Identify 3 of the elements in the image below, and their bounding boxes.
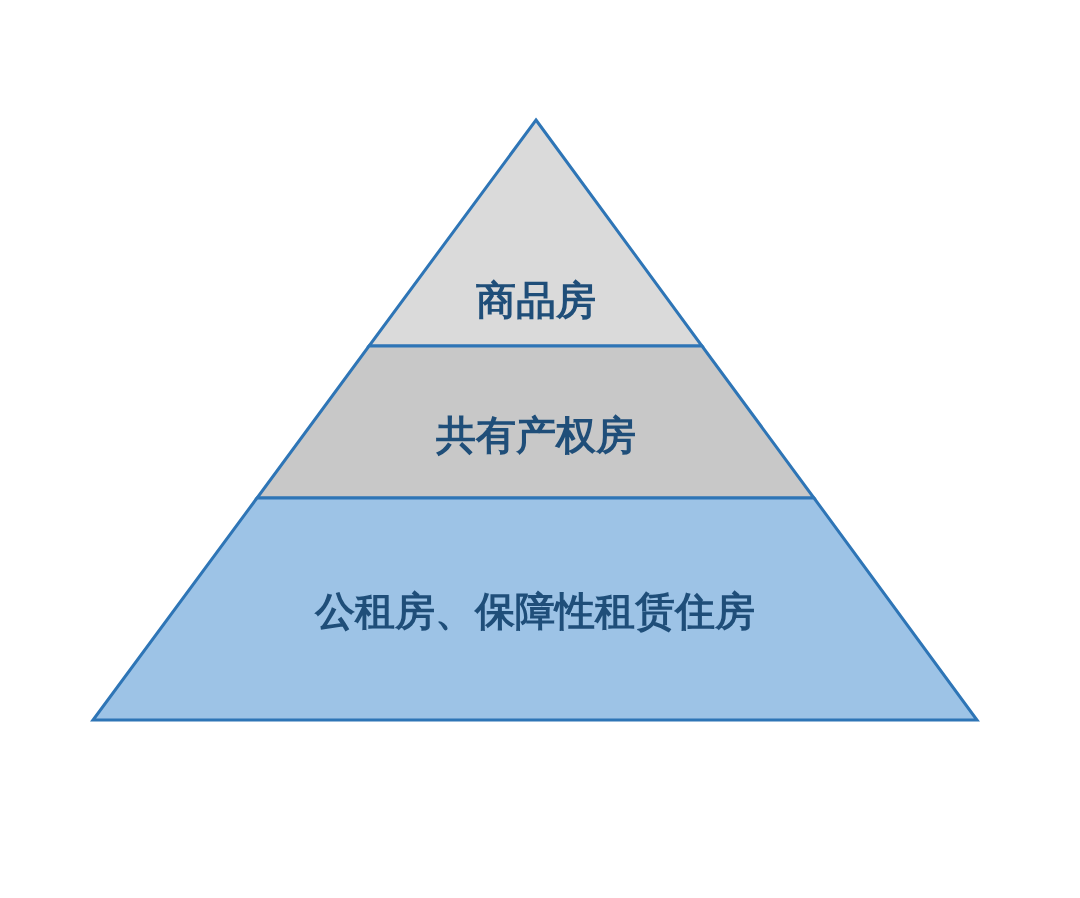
tier-label: 共有产权房 — [434, 415, 637, 455]
tier-label: 公租房、保障性租赁住房 — [313, 591, 756, 631]
tier-label: 商品房 — [474, 280, 597, 320]
